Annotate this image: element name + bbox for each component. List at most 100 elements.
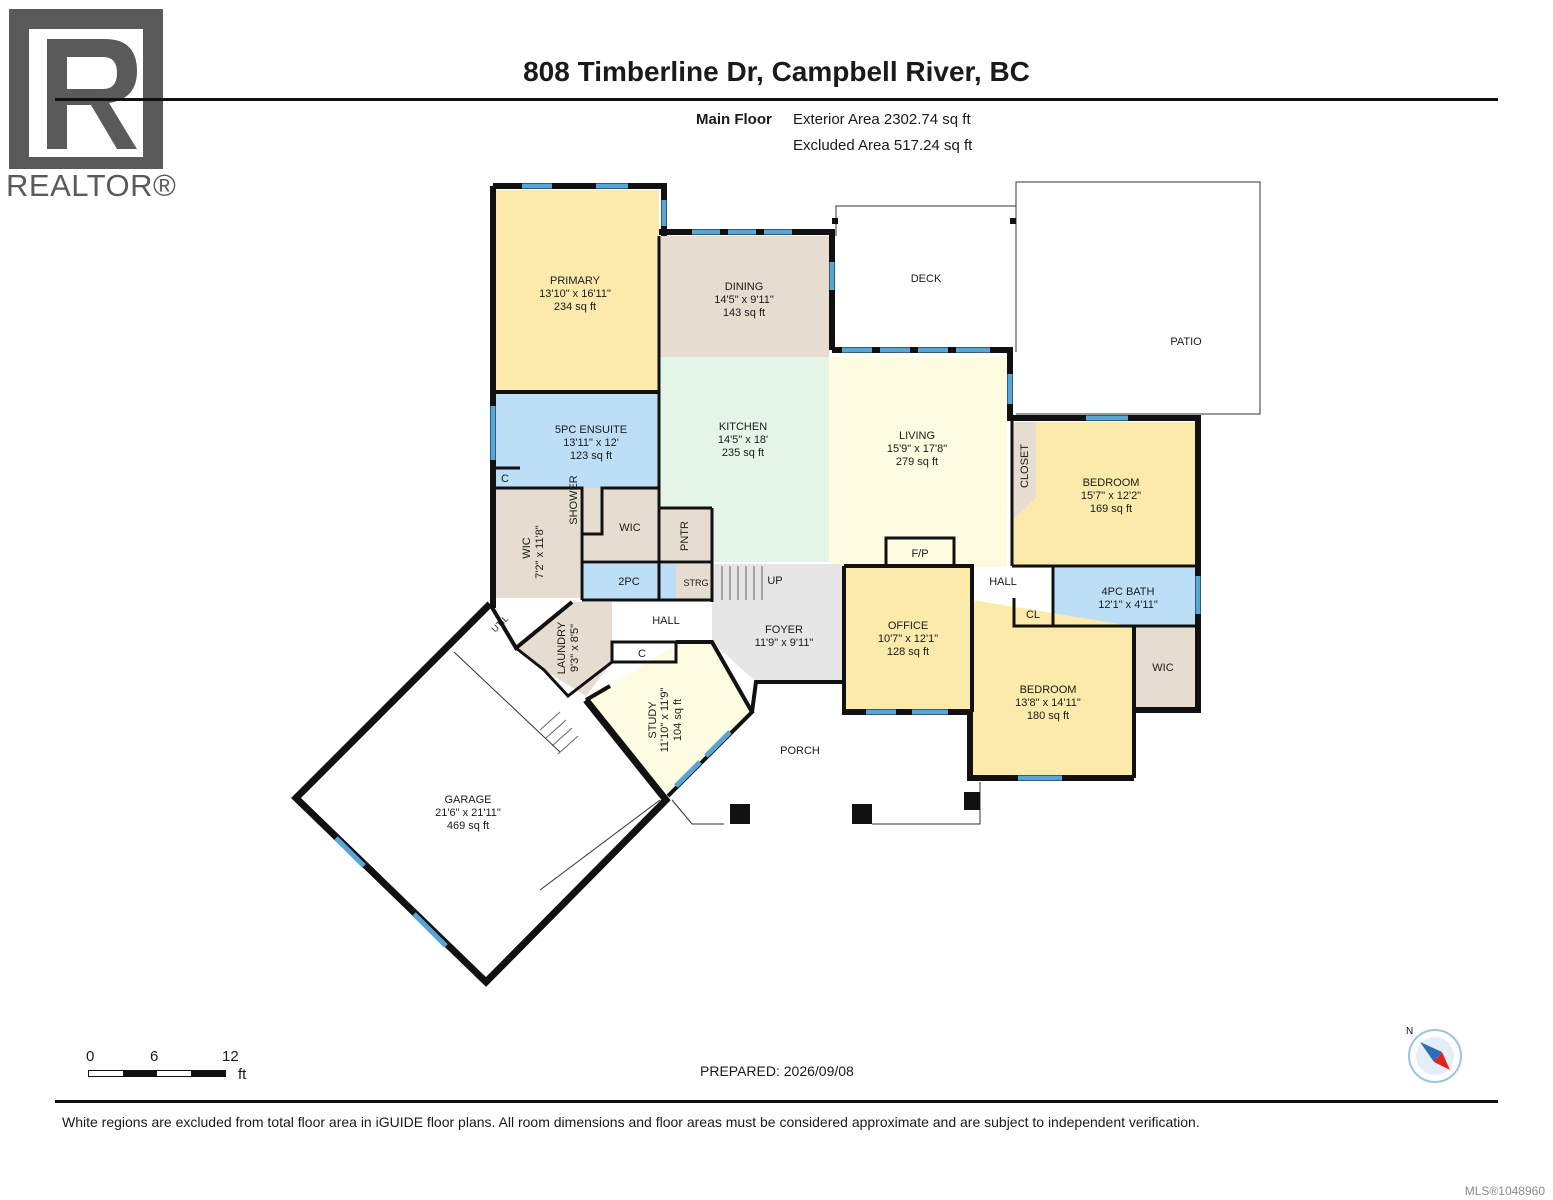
dining-name: DINING bbox=[725, 281, 764, 293]
porch-outline-right bbox=[872, 782, 981, 825]
strg-name: STRG bbox=[683, 578, 708, 588]
bedroom1-name: BEDROOM bbox=[1083, 477, 1140, 489]
prepared-date: PREPARED: 2026/09/08 bbox=[700, 1063, 854, 1079]
mls-number: MLS®1048960 bbox=[1464, 1184, 1545, 1198]
primary-fill bbox=[496, 190, 659, 392]
bedroom2-area: 180 sq ft bbox=[1027, 710, 1069, 722]
living-area: 279 sq ft bbox=[896, 456, 938, 468]
porch-outline-left bbox=[671, 799, 724, 825]
room-labels: PRIMARY 13'10" x 16'11" 234 sq ft DINING… bbox=[435, 273, 1202, 832]
kitchen-area: 235 sq ft bbox=[722, 447, 764, 459]
wic1-fill bbox=[582, 488, 659, 560]
kitchen-dims: 14'5" x 18' bbox=[718, 434, 768, 446]
wic3-fill bbox=[1132, 626, 1196, 708]
foyer-dims: 11'9" x 9'11" bbox=[755, 637, 814, 649]
bedroom1-area: 169 sq ft bbox=[1090, 503, 1132, 515]
strg-fill bbox=[676, 564, 712, 600]
header-divider bbox=[55, 98, 1498, 101]
garage-dims: 21'6" x 21'11" bbox=[435, 807, 501, 819]
laundry-fill bbox=[516, 602, 612, 696]
compass-north-label: N bbox=[1406, 1026, 1413, 1037]
wic2-name: WIC bbox=[521, 537, 533, 558]
dining-area: 143 sq ft bbox=[723, 307, 765, 319]
ensuite-area: 123 sq ft bbox=[570, 450, 612, 462]
windows bbox=[334, 183, 1201, 948]
cl-name: CL bbox=[1026, 609, 1040, 621]
realtor-wordmark: REALTOR® bbox=[6, 168, 177, 203]
garage-area: 469 sq ft bbox=[447, 820, 489, 832]
shower-name: SHOWER bbox=[568, 475, 580, 525]
bedroom2-name: BEDROOM bbox=[1020, 684, 1077, 696]
bath4-name: 4PC BATH bbox=[1102, 586, 1155, 598]
realtor-logo bbox=[9, 9, 163, 169]
study-name: STUDY bbox=[647, 701, 659, 739]
bedroom1-dims: 15'7" x 12'2" bbox=[1081, 490, 1141, 502]
deck-name: DECK bbox=[911, 273, 942, 285]
scale-bar bbox=[88, 1070, 226, 1077]
scale-tick-12: 12 bbox=[222, 1048, 239, 1065]
office-dims: 10'7" x 12'1" bbox=[878, 633, 938, 645]
foyer-name: FOYER bbox=[765, 624, 803, 636]
study-fill bbox=[584, 642, 752, 794]
wic1-name: WIC bbox=[619, 522, 640, 534]
up-name: UP bbox=[767, 575, 782, 587]
exterior-area: Exterior Area 2302.74 sq ft bbox=[793, 111, 971, 128]
hall2-name: HALL bbox=[652, 615, 680, 627]
excluded-area: Excluded Area 517.24 sq ft bbox=[793, 137, 973, 154]
pntr-name: PNTR bbox=[679, 521, 691, 551]
bedroom1-fill bbox=[1013, 422, 1196, 568]
patio-name: PATIO bbox=[1170, 336, 1202, 348]
floor-plan: PRIMARY 13'10" x 16'11" 234 sq ft DINING… bbox=[291, 181, 1261, 987]
living-fill bbox=[829, 357, 1007, 567]
garage-name: GARAGE bbox=[444, 794, 491, 806]
closet-fill bbox=[1013, 422, 1036, 520]
scale-unit: ft bbox=[238, 1066, 247, 1083]
stairs bbox=[539, 566, 763, 755]
garage-step-line bbox=[453, 651, 561, 753]
study-dims: 11'10" x 11'9" bbox=[659, 688, 671, 753]
dining-dims: 14'5" x 9'11" bbox=[714, 294, 774, 306]
bath4-dims: 12'1" x 4'11" bbox=[1098, 599, 1158, 611]
primary-dims: 13'10" x 16'11" bbox=[539, 288, 611, 300]
porch-name: PORCH bbox=[780, 745, 820, 757]
compass-icon: N bbox=[1406, 1026, 1462, 1083]
page-title: 808 Timberline Dr, Campbell River, BC bbox=[523, 56, 1030, 87]
garage-door-line bbox=[539, 799, 661, 891]
porch-posts bbox=[730, 218, 1016, 824]
ensuite-dims: 13'11" x 12' bbox=[563, 437, 619, 449]
closet-name: CLOSET bbox=[1019, 444, 1031, 488]
primary-name: PRIMARY bbox=[550, 275, 601, 287]
wic3-name: WIC bbox=[1152, 662, 1173, 674]
ensuite-name: 5PC ENSUITE bbox=[555, 424, 627, 436]
c2-name: C bbox=[638, 648, 646, 660]
laundry-name: LAUNDRY bbox=[556, 621, 568, 674]
realtor-r-icon bbox=[9, 9, 163, 169]
twopc-name: 2PC bbox=[618, 576, 639, 588]
study-area: 104 sq ft bbox=[672, 699, 684, 741]
fp-name: F/P bbox=[911, 548, 928, 560]
living-name: LIVING bbox=[899, 430, 935, 442]
wic2-dims: 7'2" x 11'8" bbox=[534, 525, 546, 578]
bedroom2-dims: 13'8" x 14'11" bbox=[1015, 697, 1081, 709]
bedroom2-fill bbox=[972, 600, 1132, 776]
pntr-fill bbox=[659, 508, 711, 560]
hall1-name: HALL bbox=[989, 576, 1017, 588]
dining-fill bbox=[659, 236, 829, 357]
scale-tick-0: 0 bbox=[86, 1048, 95, 1065]
laundry-dims: 9'3" x 8'5" bbox=[569, 624, 581, 672]
primary-area: 234 sq ft bbox=[554, 301, 596, 313]
disclaimer: White regions are excluded from total fl… bbox=[62, 1114, 1200, 1130]
office-name: OFFICE bbox=[888, 620, 928, 632]
office-area: 128 sq ft bbox=[887, 646, 929, 658]
office-fill bbox=[846, 568, 970, 710]
living-dims: 15'9" x 17'8" bbox=[887, 443, 947, 455]
floor-label: Main Floor bbox=[696, 111, 772, 128]
wic2-fill bbox=[496, 488, 580, 598]
patio-outline bbox=[1015, 181, 1261, 415]
footer-divider bbox=[55, 1100, 1498, 1103]
scale-tick-6: 6 bbox=[150, 1048, 159, 1065]
bath4-fill bbox=[1053, 568, 1196, 626]
c1-name: C bbox=[501, 473, 509, 485]
ensuite-fill bbox=[496, 392, 659, 534]
room-fills bbox=[496, 190, 1196, 794]
